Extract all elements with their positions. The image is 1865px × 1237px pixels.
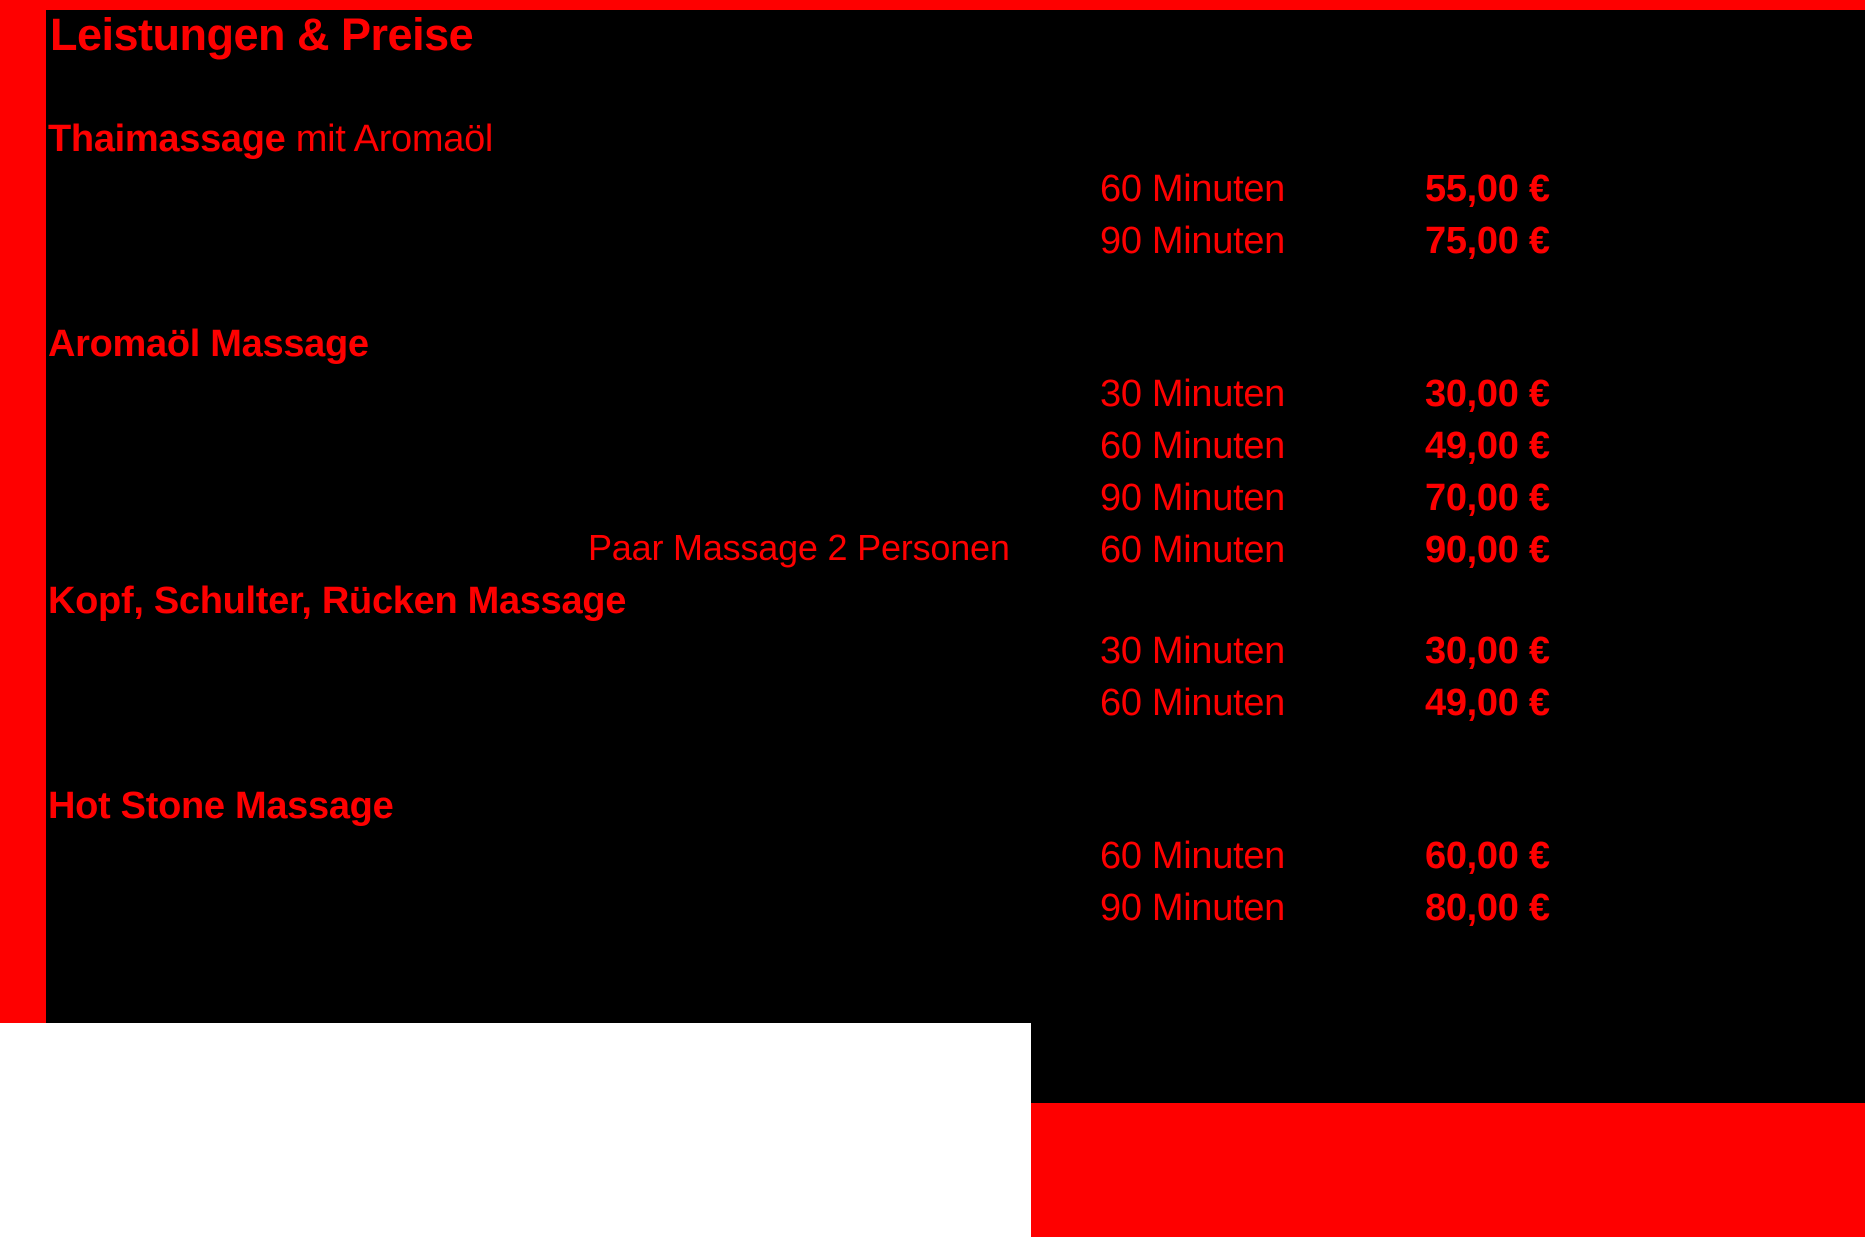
duration-label: 60 Minuten — [1100, 835, 1286, 877]
duration-label: 60 Minuten — [1100, 425, 1286, 467]
price-value: 90,00 € — [1425, 529, 1550, 571]
price-value: 70,00 € — [1425, 477, 1550, 519]
duration-label: 90 Minuten — [1100, 477, 1286, 519]
section-heading-hot-stone: Hot Stone Massage — [48, 785, 394, 827]
section-heading-kopf-schulter-ruecken: Kopf, Schulter, Rücken Massage — [48, 582, 626, 620]
price-value: 49,00 € — [1425, 425, 1550, 467]
duration-label: 90 Minuten — [1100, 887, 1286, 929]
section-heading-aromaoel-massage: Aromaöl Massage — [48, 325, 369, 363]
duration-label: 30 Minuten — [1100, 373, 1286, 415]
duration-label: 60 Minuten — [1100, 529, 1286, 571]
section-heading-bold-part: Kopf, Schulter, Rücken Massage — [48, 580, 627, 622]
duration-label: 60 Minuten — [1100, 168, 1286, 210]
section-heading-regular-part: mit Aromaöl — [285, 118, 494, 160]
price-value: 80,00 € — [1425, 887, 1550, 929]
row-note-paar-massage: Paar Massage 2 Personen — [588, 527, 1010, 568]
section-heading-thaimassage: Thaimassage mit Aromaöl — [48, 120, 493, 158]
price-value: 55,00 € — [1425, 168, 1550, 210]
duration-label: 60 Minuten — [1100, 682, 1286, 724]
price-value: 75,00 € — [1425, 220, 1550, 262]
price-value: 60,00 € — [1425, 835, 1550, 877]
section-heading-bold-part: Hot Stone Massage — [48, 785, 394, 827]
price-value: 30,00 € — [1425, 373, 1550, 415]
white-cutout-block — [0, 1023, 1031, 1237]
page-title: Leistungen & Preise — [50, 9, 474, 60]
section-heading-bold-part: Thaimassage — [48, 118, 286, 160]
duration-label: 90 Minuten — [1100, 220, 1286, 262]
price-value: 49,00 € — [1425, 682, 1550, 724]
section-heading-bold-part: Aromaöl Massage — [48, 323, 369, 365]
duration-label: 30 Minuten — [1100, 630, 1286, 672]
menu-board-panel — [46, 10, 1865, 1103]
price-value: 30,00 € — [1425, 630, 1550, 672]
